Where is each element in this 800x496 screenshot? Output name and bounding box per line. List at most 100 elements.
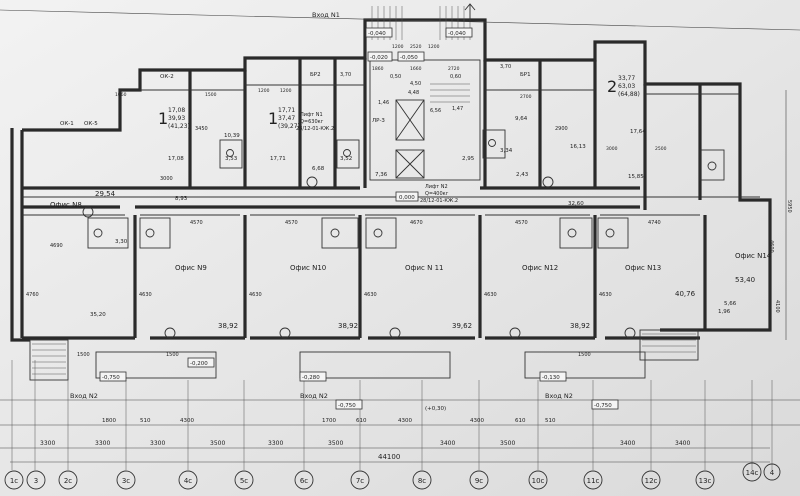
window-tag: БР1 [520, 72, 531, 78]
elevation-value: -0,130 [542, 375, 560, 381]
apartment-labels: 1 17,08 39,93 (41,23) 1 17,71 37,47 (39,… [158, 75, 640, 130]
dimension-value: 4630 [249, 292, 262, 298]
sanitary-blocks [87, 129, 725, 249]
room-area: 6,68 [312, 166, 325, 172]
office-area: 38,92 [338, 322, 358, 330]
small-mark: 1,46 [378, 100, 389, 106]
dimension-value: 2720 [448, 66, 460, 72]
apartment-number: 1 [158, 109, 168, 128]
room-area: 2,95 [462, 156, 475, 162]
room-area: 9,64 [515, 116, 528, 122]
axis-label: 1с [10, 477, 18, 485]
dimension-value: 1200 [258, 88, 270, 94]
room-area: 35,20 [90, 312, 106, 318]
window-tag: ЛР-3 [372, 118, 385, 124]
room-area: 3,30 [115, 239, 128, 245]
dimension-value: 2700 [520, 94, 532, 100]
room-area: 3,34 [500, 148, 513, 154]
lift-capacity: Q=400кг [425, 191, 449, 197]
apartment-area: (41,23) [168, 123, 190, 130]
outer-walls [10, 18, 772, 342]
dimension-value: 3300 [150, 440, 165, 447]
elevation-value: -0,040 [368, 31, 386, 37]
room-area: 2,43 [516, 172, 529, 178]
apartment-area: (39,27) [278, 123, 300, 130]
room-area: 10,39 [224, 133, 240, 139]
small-mark: 3,70 [340, 72, 351, 78]
dimension-value: 1200 [428, 44, 440, 50]
office-label: Офис N8 [50, 201, 82, 209]
dimension-value: 3500 [500, 440, 515, 447]
bottom-dimensions-row2: 3300 3300 3300 3500 3300 3500 3400 3500 … [40, 440, 690, 447]
axis-label: 3с [122, 477, 130, 485]
level-note: (+0,30) [425, 406, 446, 412]
axis-label: 10с [532, 477, 545, 485]
apartment-area: 39,93 [168, 115, 185, 122]
office-labels: Офис N8 29,54 Офис N9 38,92 Офис N10 38,… [50, 190, 772, 330]
axis-label: 5с [240, 477, 248, 485]
entrance-label: Вход N1 [312, 11, 340, 19]
elevation-value: -0,750 [594, 403, 612, 409]
dimension-value: 1200 [280, 88, 292, 94]
dimension-value: 1800 [102, 418, 116, 424]
room-area: 17,64 [630, 129, 646, 135]
dimension-value: 3400 [620, 440, 635, 447]
apartment-area: 63,03 [618, 83, 635, 90]
apartment-number: 2 [607, 77, 617, 96]
top-dimensions: 1060 1500 1200 1200 1860 1200 2520 1200 … [115, 44, 667, 152]
small-mark: 0,60 [450, 74, 461, 80]
dimension-value: 1500 [205, 92, 217, 98]
dimension-value: 4630 [484, 292, 497, 298]
dimension-value: 3000 [160, 176, 173, 182]
axis-label: 11с [587, 477, 600, 485]
dimension-value: 1500 [166, 352, 179, 358]
room-area: 3,53 [225, 156, 238, 162]
axis-lines [11, 360, 773, 470]
office-area: 40,76 [675, 290, 696, 298]
room-area: 17,71 [270, 156, 286, 162]
dimension-value: 510 [140, 418, 151, 424]
dimension-value: 4740 [648, 220, 661, 226]
lift-name: Лифт N2 [425, 184, 448, 190]
elevation-value: -0,750 [102, 375, 120, 381]
side-dimension: 4600 [768, 240, 774, 253]
apartment-area: 33,77 [618, 75, 635, 82]
elevation-value: -0,050 [400, 55, 418, 61]
dimension-value: 3400 [440, 440, 455, 447]
dimension-value: 3000 [606, 146, 618, 152]
entrance-label: Вход N2 [70, 392, 98, 400]
dimension-value: 1500 [77, 352, 90, 358]
room-area: 16,13 [570, 144, 586, 150]
apartment-area: 17,08 [168, 107, 185, 114]
lift-labels: Лифт N1 Q=630кг 28/12-01-КЖ.2 Лифт N2 Q=… [296, 112, 458, 204]
room-markers [82, 176, 636, 339]
dimension-value: 4630 [599, 292, 612, 298]
axis-label: 12с [645, 477, 658, 485]
axis-label: 13с [699, 477, 712, 485]
dimension-value: 3400 [675, 440, 690, 447]
axis-label: 8с [418, 477, 426, 485]
dimension-value: 3450 [195, 126, 208, 132]
elevation-value: -0,020 [370, 55, 388, 61]
axis-label: 6с [300, 477, 308, 485]
dimension-value: 4670 [410, 220, 423, 226]
dimension-lines [0, 9, 800, 463]
dimension-value: 4630 [364, 292, 377, 298]
office-area: 53,40 [735, 276, 755, 284]
room-area: 8,93 [175, 196, 188, 202]
room-area: 1,96 [718, 309, 731, 315]
dimension-value: 4570 [515, 220, 528, 226]
dimension-value: 4760 [26, 292, 39, 298]
small-mark: 4,48 [408, 90, 419, 96]
dimension-value: 1200 [392, 44, 404, 50]
room-area: 17,08 [168, 156, 184, 162]
side-dimensions: 5950 4600 4100 [768, 200, 792, 313]
side-dimension: 5950 [786, 200, 792, 213]
overall-dimension: 44100 [378, 453, 400, 461]
axis-label: 2с [64, 477, 72, 485]
dimension-value: 3500 [210, 440, 225, 447]
apartment-area: 37,47 [278, 115, 295, 122]
room-area: 5,66 [724, 301, 737, 307]
elevation-value: -0,200 [190, 361, 208, 367]
dimension-value: 4300 [398, 418, 412, 424]
